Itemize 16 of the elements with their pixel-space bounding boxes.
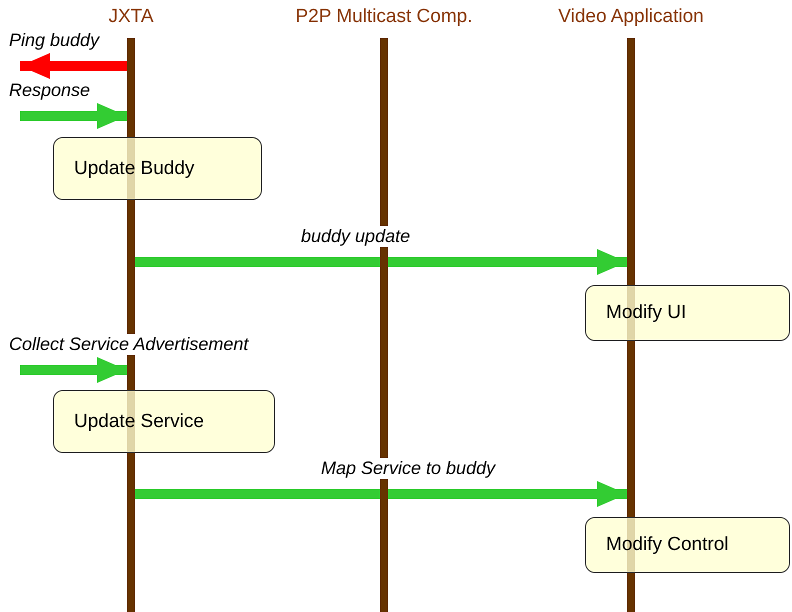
edge-label: buddy update xyxy=(300,226,412,247)
message-arrow xyxy=(20,103,127,129)
lifeline-header: Video Application xyxy=(557,6,705,28)
message-arrow xyxy=(20,53,127,79)
message-arrow xyxy=(20,357,127,383)
activation-box: Update Service xyxy=(53,390,275,453)
activation-box: Update Buddy xyxy=(53,137,262,200)
message-arrow xyxy=(135,481,627,507)
lifeline-header: P2P Multicast Comp. xyxy=(294,6,474,28)
edge-label: Map Service to buddy xyxy=(320,458,496,479)
edge-label: Ping buddy xyxy=(8,30,100,51)
activation-box: Modify Control xyxy=(585,517,790,573)
edge-label: Collect Service Advertisement xyxy=(8,334,250,355)
lifeline-header: JXTA xyxy=(107,6,155,28)
activation-box: Modify UI xyxy=(585,285,790,341)
message-arrow xyxy=(135,249,627,275)
